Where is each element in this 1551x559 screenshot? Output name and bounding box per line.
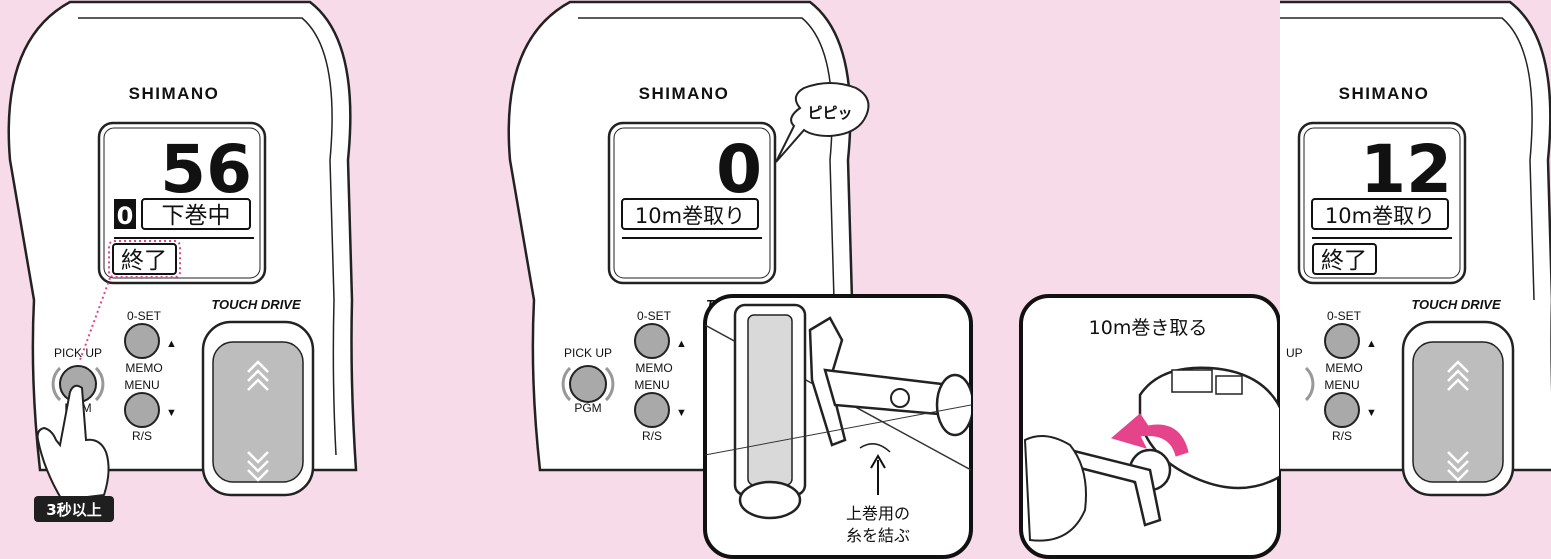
pickup-button[interactable] — [569, 365, 607, 403]
lcd-counter: 0 — [716, 131, 762, 208]
lcd-menu-frame — [1312, 243, 1377, 275]
inset-wind-10m: 10m巻き取る — [1019, 294, 1281, 559]
chevron-down-icon — [1447, 451, 1469, 482]
rotation-arrow-icon — [1110, 413, 1189, 457]
inset-caption-line1: 上巻用の — [846, 504, 910, 523]
lcd-status: 下巻中 — [162, 203, 231, 229]
memo-label: MEMO — [1325, 361, 1362, 375]
touch-drive-logo: TOUCH DRIVE — [1411, 297, 1501, 312]
oset-memo-button[interactable] — [1324, 323, 1360, 359]
touch-drive-logo: TOUCH DRIVE — [211, 297, 301, 312]
lcd-screen — [607, 121, 777, 285]
inset-title: 10m巻き取る — [1089, 317, 1208, 339]
menu-rs-button[interactable] — [124, 392, 160, 428]
pgm-label: PGM — [574, 401, 601, 415]
touch-drive-panel[interactable] — [212, 341, 304, 483]
down-arrow-icon: ▼ — [676, 407, 687, 419]
lcd-menu-frame — [112, 243, 177, 275]
oset-label: 0-SET — [127, 309, 162, 323]
menu-label: MENU — [124, 378, 159, 392]
speech-bubble-icon — [775, 82, 870, 163]
menu-label: MENU — [634, 378, 669, 392]
lcd-menu-highlight — [108, 240, 181, 278]
reel-illustration-icon — [1023, 366, 1279, 542]
lcd-mode-digit: 0 — [117, 202, 134, 230]
lcd-screen-inner — [103, 127, 261, 279]
up-arrow-icon: ▲ — [1366, 338, 1377, 350]
up-arrow-icon: ▲ — [166, 338, 177, 350]
lcd-status: 10m巻取り — [1325, 204, 1435, 228]
menu-label: MENU — [1324, 378, 1359, 392]
pickup-label: PICK UP — [564, 346, 612, 360]
oset-label: 0-SET — [637, 309, 672, 323]
menu-rs-button[interactable] — [634, 392, 670, 428]
hold-duration-text: 3秒以上 — [46, 501, 101, 519]
lcd-screen-inner — [1303, 127, 1461, 279]
pickup-label: PICK UP — [54, 346, 102, 360]
pickup-label-partial: UP — [1286, 346, 1303, 360]
chevron-down-icon — [247, 451, 269, 482]
memo-label: MEMO — [635, 361, 672, 375]
lcd-status-frame — [621, 198, 759, 230]
hold-duration-badge — [34, 496, 114, 522]
lcd-menu-label: 終了 — [1321, 248, 1367, 274]
device-panel-1: SHIMANO 56 0 下巻中 終了 PICK UP PGM 0-SET ▲ … — [7, 0, 358, 522]
rs-label: R/S — [1332, 429, 1352, 443]
reel-illustration-icon — [705, 303, 971, 520]
chevron-up-icon — [247, 360, 269, 391]
device-body-inner-line — [78, 17, 337, 456]
pickup-ring-icon — [51, 366, 105, 402]
lcd-mode-box — [114, 199, 136, 229]
device-body-inner-line — [1280, 17, 1535, 301]
oset-memo-button[interactable] — [124, 323, 160, 359]
pickup-ring-icon — [1304, 366, 1315, 402]
lcd-status-frame — [141, 198, 251, 230]
pickup-ring-icon — [561, 366, 615, 402]
brand-logo: SHIMANO — [129, 84, 220, 103]
lcd-counter: 56 — [160, 131, 252, 208]
down-arrow-icon: ▼ — [1366, 407, 1377, 419]
brand-logo: SHIMANO — [1339, 84, 1430, 103]
rs-label: R/S — [642, 429, 662, 443]
touch-drive-panel[interactable] — [1412, 341, 1504, 483]
lcd-menu-label: 終了 — [121, 248, 167, 274]
speech-bubble-text: ピピッ — [807, 104, 852, 122]
device-body-inner-line — [578, 17, 835, 301]
oset-label: 0-SET — [1327, 309, 1362, 323]
rs-label: R/S — [132, 429, 152, 443]
lcd-screen-inner — [613, 127, 771, 279]
lcd-status: 10m巻取り — [635, 204, 745, 228]
lcd-counter: 12 — [1360, 131, 1452, 208]
up-arrow-icon: ▲ — [676, 338, 687, 350]
device-panel-3: SHIMANO 12 10m巻取り 終了 0-SET ▲ MEMO MENU ▼… — [1280, 0, 1551, 497]
brand-logo: SHIMANO — [639, 84, 730, 103]
down-arrow-icon: ▼ — [166, 407, 177, 419]
lcd-status-frame — [1311, 198, 1449, 230]
inset-caption-line2: 糸を結ぶ — [846, 526, 910, 545]
oset-memo-button[interactable] — [634, 323, 670, 359]
chevron-up-icon — [1447, 360, 1469, 391]
menu-rs-button[interactable] — [1324, 392, 1360, 428]
up-arrow-icon — [870, 454, 886, 495]
inset-tie-line: 上巻用の 糸を結ぶ — [703, 294, 973, 559]
memo-label: MEMO — [125, 361, 162, 375]
